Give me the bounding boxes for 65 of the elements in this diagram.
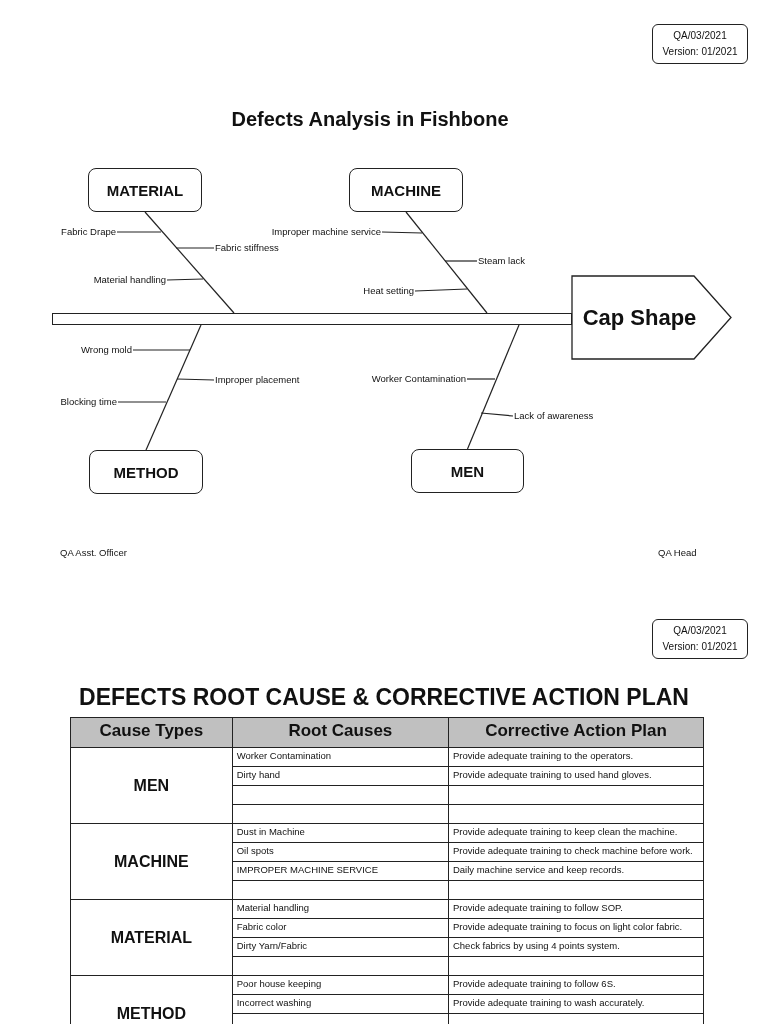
signature-label: QA Head — [658, 547, 697, 558]
effect-head: Cap Shape — [571, 275, 732, 360]
column-header: Cause Types — [70, 717, 233, 748]
root-cause: Incorrect washing — [232, 994, 449, 1014]
corrective-action: Provide adequate training to check machine before work. — [448, 842, 704, 862]
corrective-action: Provide adequate training to follow 6S. — [448, 975, 704, 995]
category-box: METHOD — [89, 450, 203, 494]
cause-label: Blocking time — [60, 396, 117, 408]
cause-label: Fabric Drape — [61, 226, 116, 238]
cause-label: Heat setting — [363, 285, 414, 297]
spine-bar — [52, 313, 572, 325]
leader-line — [176, 378, 215, 381]
corrective-action: Provide adequate training to wash accurately. — [448, 994, 704, 1014]
root-cause: Dust in Machine — [232, 823, 449, 843]
cause-type: MEN — [70, 747, 233, 824]
cause-type: MATERIAL — [70, 899, 233, 976]
corrective-action: Provide adequate training to keep clean the machine. — [448, 823, 704, 843]
corrective-action: Provide adequate training to the operators. — [448, 747, 704, 767]
column-header: Corrective Action Plan — [448, 717, 704, 748]
column-header: Root Causes — [232, 717, 449, 748]
leader-line — [175, 247, 215, 249]
signature-label: QA Asst. Officer — [60, 547, 127, 558]
root-cause: Dirty Yarn/Fabric — [232, 937, 449, 957]
cause-label: Wrong mold — [80, 344, 132, 356]
corrective-action: Provide adequate training to focus on light color fabric. — [448, 918, 704, 938]
corrective-action: Provide adequate training to follow SOP. — [448, 899, 704, 919]
leader-line — [480, 412, 514, 417]
corrective-action: Provide adequate training to used hand gloves. — [448, 766, 704, 786]
cause-label: Fabric stiffness — [215, 242, 279, 254]
bone-line — [466, 324, 520, 450]
cause-type: METHOD — [70, 975, 233, 1024]
root-cause: Oil spots — [232, 842, 449, 862]
category-box: MACHINE — [349, 168, 463, 212]
leader-line — [117, 401, 167, 403]
document-code-box: QA/03/2021 Version: 01/2021 — [652, 619, 748, 659]
root-cause: Material handling — [232, 899, 449, 919]
corrective-action: Check fabrics by using 4 points system. — [448, 937, 704, 957]
category-box: MEN — [411, 449, 524, 493]
leader-line — [466, 378, 496, 380]
root-cause: IMPROPER MACHINE SERVICE — [232, 861, 449, 881]
root-cause: Worker Contamination — [232, 747, 449, 767]
root-cause: Dirty hand — [232, 766, 449, 786]
corrective-action: Daily machine service and keep records. — [448, 861, 704, 881]
cause-label: Improper placement — [215, 374, 300, 386]
cause-label: Worker Contamination — [371, 373, 466, 385]
bone-line — [145, 324, 202, 451]
leader-line — [116, 231, 162, 233]
bone-line — [405, 211, 488, 314]
diagram-title: Defects Analysis in Fishbone — [230, 108, 510, 131]
bone-line — [144, 211, 235, 314]
root-cause: Fabric color — [232, 918, 449, 938]
cause-label: Material handling — [93, 274, 166, 286]
section-heading: DEFECTS ROOT CAUSE & CORRECTIVE ACTION PLAN — [78, 684, 690, 711]
leader-line — [132, 349, 191, 351]
leader-line — [166, 278, 204, 281]
leader-line — [444, 260, 478, 262]
leader-line — [381, 231, 423, 234]
leader-line — [414, 288, 468, 292]
root-cause: Poor house keeping — [232, 975, 449, 995]
cause-label: Improper machine service — [271, 226, 381, 238]
cause-label: Steam lack — [478, 255, 525, 267]
document-code-box: QA/03/2021 Version: 01/2021 — [652, 24, 748, 64]
cause-type: MACHINE — [70, 823, 233, 900]
cause-label: Lack of awareness — [514, 410, 594, 422]
category-box: MATERIAL — [88, 168, 202, 212]
